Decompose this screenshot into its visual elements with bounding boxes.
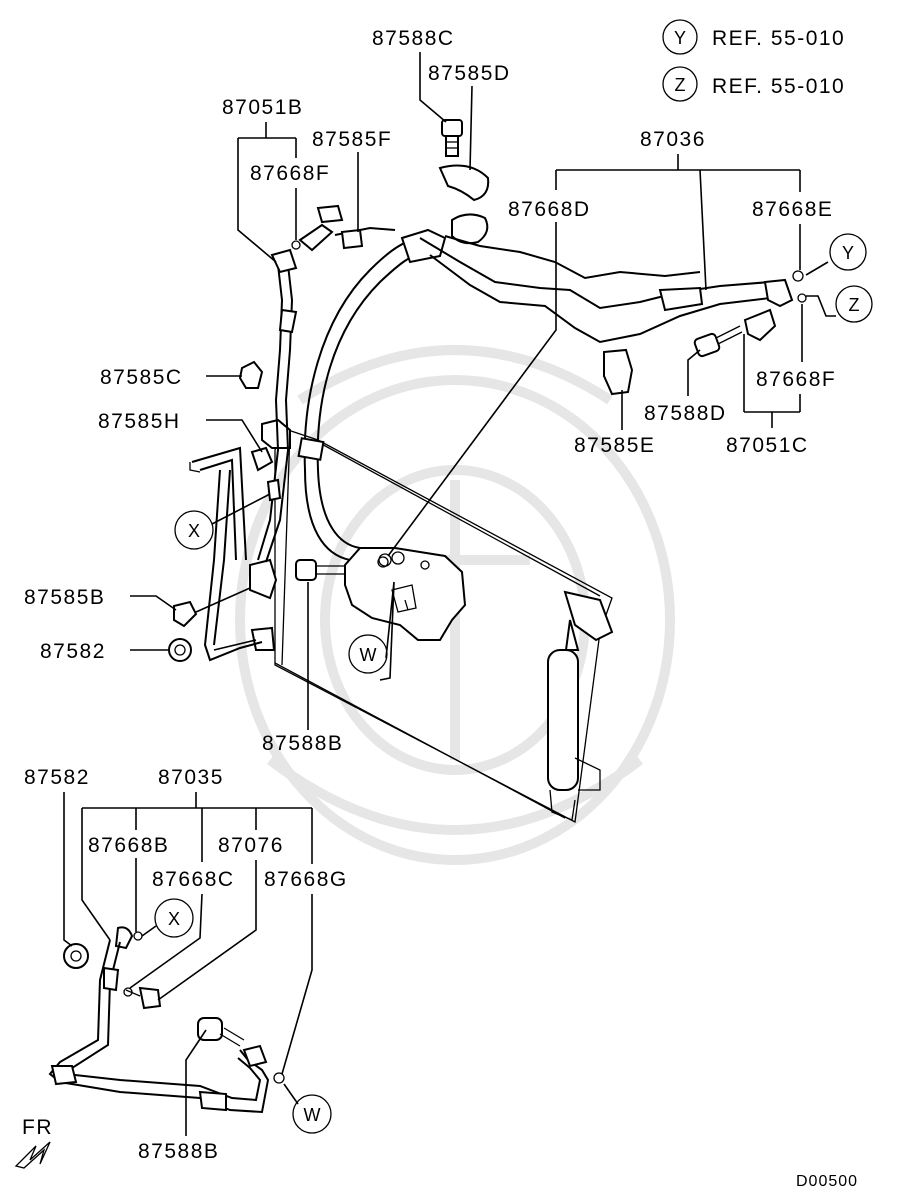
bolt-87588B-mid xyxy=(295,559,345,581)
label-87668F-right: 87668F xyxy=(756,368,836,391)
label-87585D: 87585D xyxy=(428,62,511,85)
svg-text:Z: Z xyxy=(849,295,860,315)
o-ring-87668F-right xyxy=(797,293,807,303)
clip-87585C xyxy=(238,360,264,389)
leader-lines xyxy=(63,52,836,1136)
label-87585F: 87585F xyxy=(312,128,392,151)
label-87668D: 87668D xyxy=(508,198,591,221)
label-87076: 87076 xyxy=(218,834,284,857)
reference-y: Y REF. 55-010 xyxy=(662,19,845,55)
arrow-down-left-icon xyxy=(14,1141,51,1169)
o-ring-87668B xyxy=(133,931,143,941)
label-87035: 87035 xyxy=(158,766,224,789)
callout-z: Z xyxy=(835,285,873,323)
reference-z-letter: Z xyxy=(675,75,686,95)
callout-x-mid: X xyxy=(174,510,214,550)
suction-hose xyxy=(297,213,489,561)
o-ring-87668E xyxy=(792,270,804,282)
o-ring-87668G xyxy=(273,1072,285,1084)
o-ring-87668D xyxy=(377,556,389,568)
label-87588B-mid: 87588B xyxy=(262,732,343,755)
label-87585E: 87585E xyxy=(574,434,655,457)
label-87582-low: 87582 xyxy=(24,766,90,789)
diagram-code: D00500 xyxy=(796,1173,858,1187)
label-87588C-top: 87588C xyxy=(372,27,455,50)
reference-y-letter: Y xyxy=(674,28,686,48)
label-87585C: 87585C xyxy=(100,366,183,389)
pipe-87035 xyxy=(48,926,270,1114)
svg-text:W: W xyxy=(304,1105,321,1125)
label-87588B-low: 87588B xyxy=(138,1140,219,1163)
bolt-87588C xyxy=(441,119,463,157)
clip-87585E xyxy=(603,348,634,396)
condenser xyxy=(249,418,614,824)
clamp-87585D xyxy=(438,164,490,202)
watermark xyxy=(235,345,675,865)
compressor xyxy=(344,547,467,641)
label-87668G: 87668G xyxy=(264,868,348,891)
label-87588D: 87588D xyxy=(644,402,727,425)
reference-z-text: REF. 55-010 xyxy=(712,75,845,98)
nut-87582-mid xyxy=(168,638,192,662)
label-87036: 87036 xyxy=(640,128,706,151)
bolt-87588B-low xyxy=(197,1017,245,1047)
svg-text:W: W xyxy=(360,645,377,665)
svg-text:X: X xyxy=(168,909,180,929)
o-ring-87668F-left xyxy=(291,240,301,250)
label-87051C: 87051C xyxy=(726,434,809,457)
callout-w-mid: W xyxy=(348,634,388,674)
pipe-87051B xyxy=(257,204,396,563)
label-87668F-left: 87668F xyxy=(250,162,330,185)
front-direction-label: FR xyxy=(22,1116,53,1139)
liquid-pipe-left xyxy=(189,446,282,662)
reference-z: Z REF. 55-010 xyxy=(662,66,845,102)
label-87585B: 87585B xyxy=(24,586,105,609)
label-87585H: 87585H xyxy=(98,410,181,433)
callout-w-low: W xyxy=(292,1094,332,1134)
nut-87582-low xyxy=(63,943,89,969)
callout-x-low: X xyxy=(154,898,194,938)
front-direction-indicator: FR xyxy=(14,1116,53,1169)
pipe-87036 xyxy=(419,235,794,344)
svg-text:Y: Y xyxy=(842,243,854,263)
label-87668C: 87668C xyxy=(152,868,235,891)
label-87668B: 87668B xyxy=(88,834,169,857)
reference-y-text: REF. 55-010 xyxy=(712,27,845,50)
o-ring-87668C xyxy=(123,987,133,997)
label-87051B: 87051B xyxy=(222,96,303,119)
svg-text:X: X xyxy=(188,521,200,541)
bracket-87585B xyxy=(173,600,198,628)
label-87668E: 87668E xyxy=(752,198,833,221)
callout-y: Y xyxy=(829,233,867,271)
bolt-87588D xyxy=(693,325,743,358)
label-87582-mid: 87582 xyxy=(40,640,106,663)
